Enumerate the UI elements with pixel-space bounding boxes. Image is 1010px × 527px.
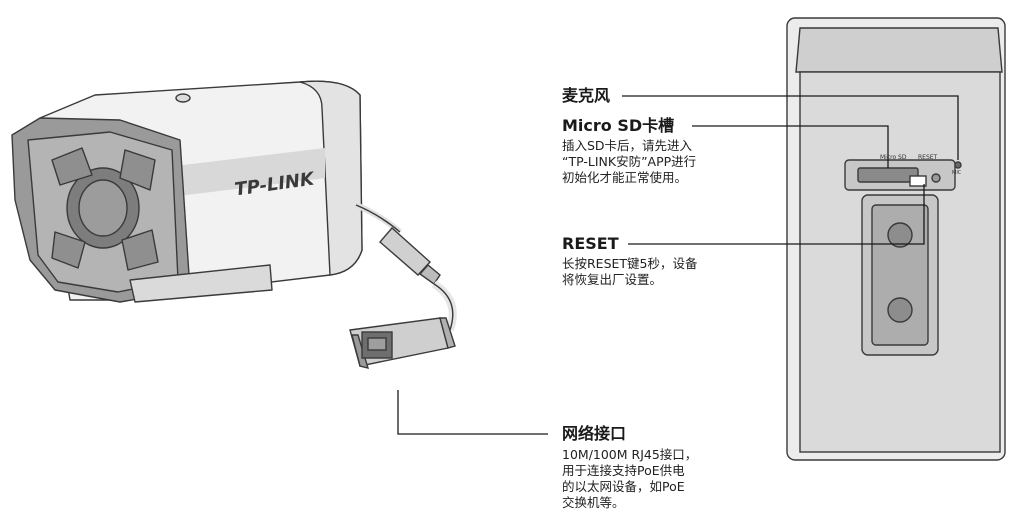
sd-slot: [857, 167, 919, 183]
bullet-camera: [11, 80, 363, 303]
mic-label: MIC: [952, 170, 962, 176]
leader-line-reset: [628, 184, 925, 245]
callout-network-port-desc-line: 的以太网设备，如PoE: [562, 479, 685, 494]
callout-micro-sd-desc: 插入SD卡后，请先进入 “TP-LINK安防”APP进行 初始化才能正常使用。: [562, 138, 696, 186]
leader-line-micro-sd: [692, 125, 889, 168]
callout-microphone-title: 麦克风: [562, 86, 611, 105]
callout-network-port-desc-line: 交换机等。: [562, 495, 625, 510]
microphone-hole: [954, 161, 962, 169]
callout-reset-desc-line: 将恢复出厂设置。: [562, 272, 663, 287]
callout-reset-title: RESET: [562, 234, 619, 253]
leader-line-network-port: [397, 390, 548, 435]
callout-micro-sd-desc-line: 初始化才能正常使用。: [562, 170, 688, 185]
callout-micro-sd-desc-line: 插入SD卡后，请先进入: [562, 138, 693, 153]
reset-button: [931, 173, 941, 183]
callout-micro-sd-title: Micro SD卡槽: [562, 116, 675, 135]
callout-network-port-title: 网络接口: [562, 424, 627, 443]
callout-network-port-desc: 10M/100M RJ45接口， 用于连接支持PoE供电 的以太网设备，如PoE…: [562, 447, 697, 511]
callout-network-port-desc-line: 10M/100M RJ45接口，: [562, 447, 698, 462]
rj45-connector: [349, 317, 456, 369]
leader-lines: [397, 95, 959, 435]
reset-hole-label: RESET: [918, 154, 938, 161]
callout-network-port-desc-line: 用于连接支持PoE供电: [562, 463, 685, 478]
leader-line-microphone: [622, 95, 959, 160]
camera-side-view: [786, 17, 1006, 461]
callout-micro-sd-desc-line: “TP-LINK安防”APP进行: [562, 154, 697, 169]
sd-slot-label: Micro SD: [880, 154, 907, 161]
callout-reset-desc-line: 长按RESET键5秒，设备: [562, 256, 698, 271]
network-cable: [354, 202, 457, 332]
callout-reset-desc: 长按RESET键5秒，设备 将恢复出厂设置。: [562, 256, 698, 288]
